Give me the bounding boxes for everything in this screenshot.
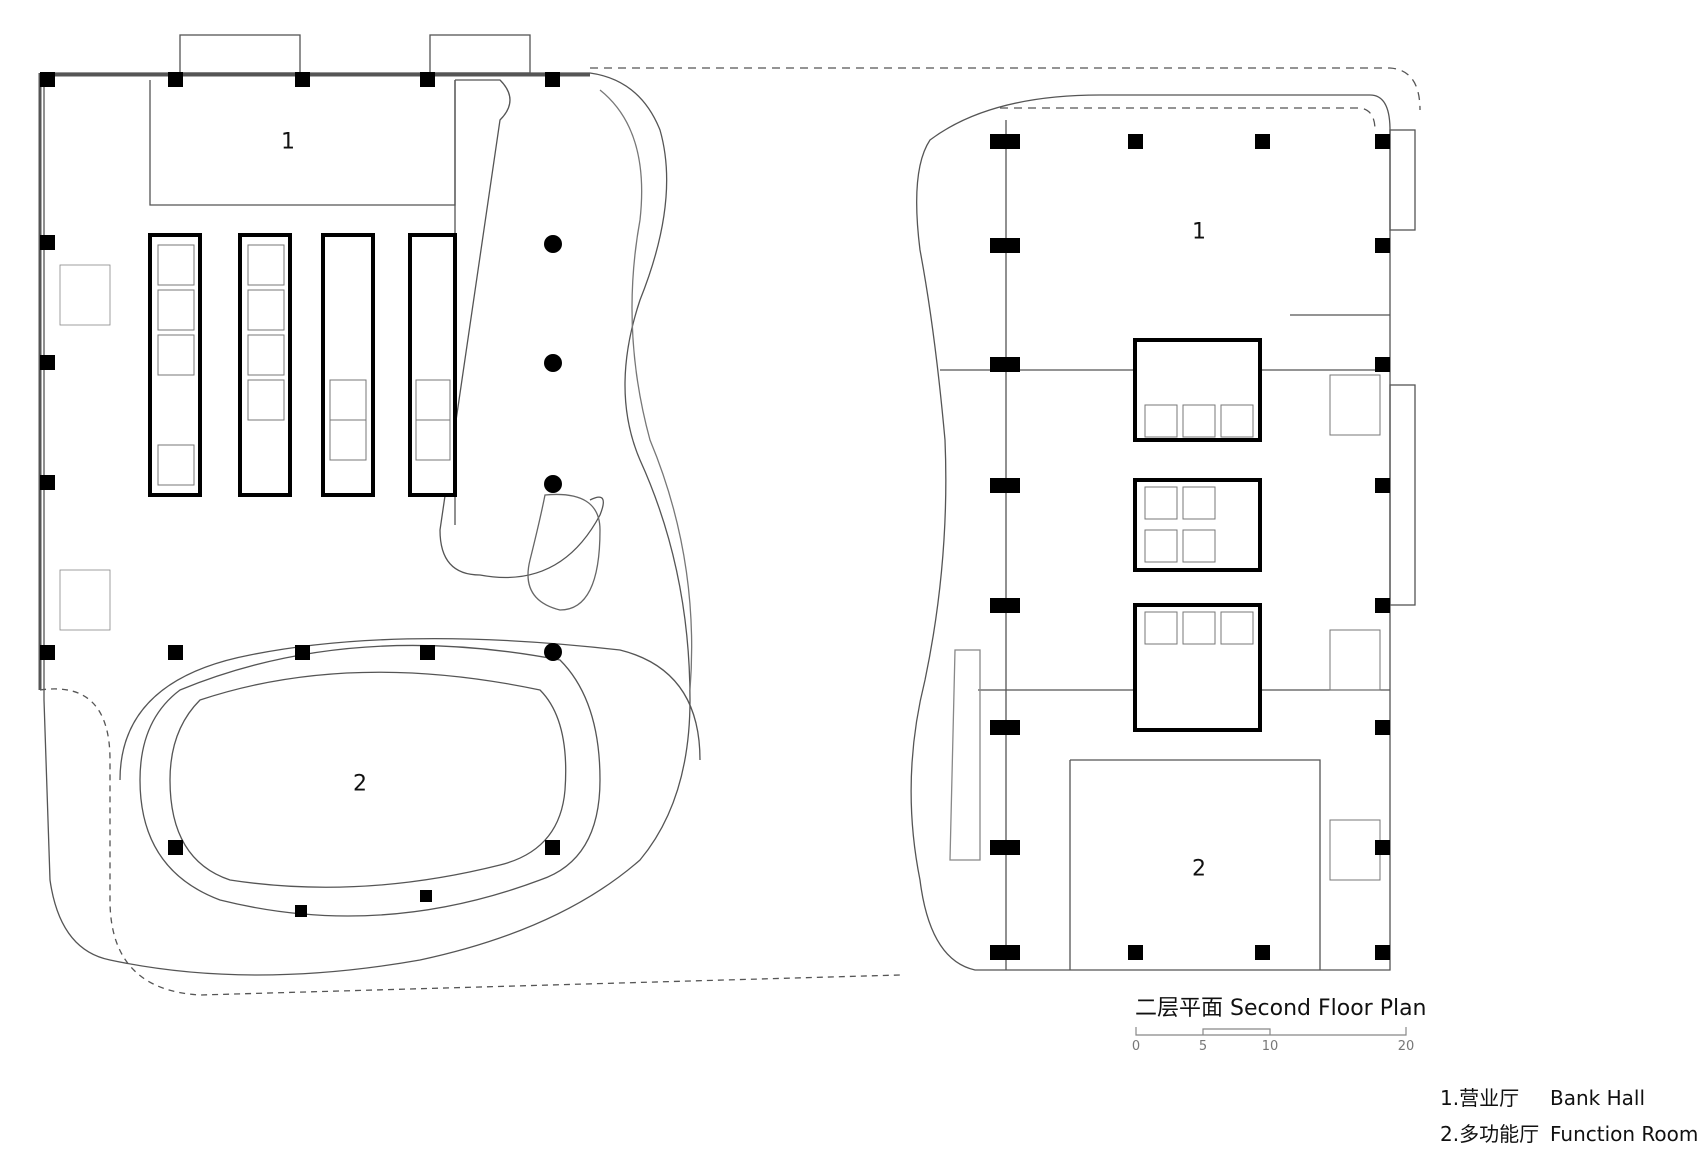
drawing-title: 二层平面 Second Floor Plan [1135, 990, 1427, 1022]
east-building-outline [910, 94, 1391, 971]
room-legend: 1.营业厅 Bank Hall 2.多功能厅 Function Room [1440, 1080, 1698, 1152]
legend-item: 1.营业厅 Bank Hall [1440, 1080, 1698, 1116]
title-cn: 二层平面 [1135, 996, 1224, 1021]
scale-tick-0: 0 [1131, 1039, 1141, 1054]
west-room-label-bank-hall: 1 [281, 129, 295, 155]
east-room-label-bank-hall: 1 [1192, 219, 1206, 245]
scale-tick-5: 5 [1198, 1039, 1208, 1054]
west-room-label-function-room: 2 [353, 771, 367, 797]
scale-tick-20: 20 [1397, 1039, 1415, 1054]
title-en: Second Floor Plan [1230, 996, 1427, 1021]
legend-cn: 2.多功能厅 [1440, 1122, 1540, 1146]
east-room-label-function-room: 2 [1192, 856, 1206, 882]
legend-cn: 1.营业厅 [1440, 1086, 1520, 1110]
west-building-outline [43, 72, 691, 976]
scale-bar: 0 5 10 20 [1131, 1025, 1414, 1055]
scale-bar-graphic [1135, 1027, 1407, 1036]
legend-en: Bank Hall [1550, 1086, 1645, 1110]
scale-tick-10: 10 [1261, 1039, 1279, 1054]
function-room-outline [139, 644, 601, 917]
legend-en: Function Room [1550, 1122, 1699, 1146]
legend-item: 2.多功能厅 Function Room [1440, 1116, 1698, 1152]
